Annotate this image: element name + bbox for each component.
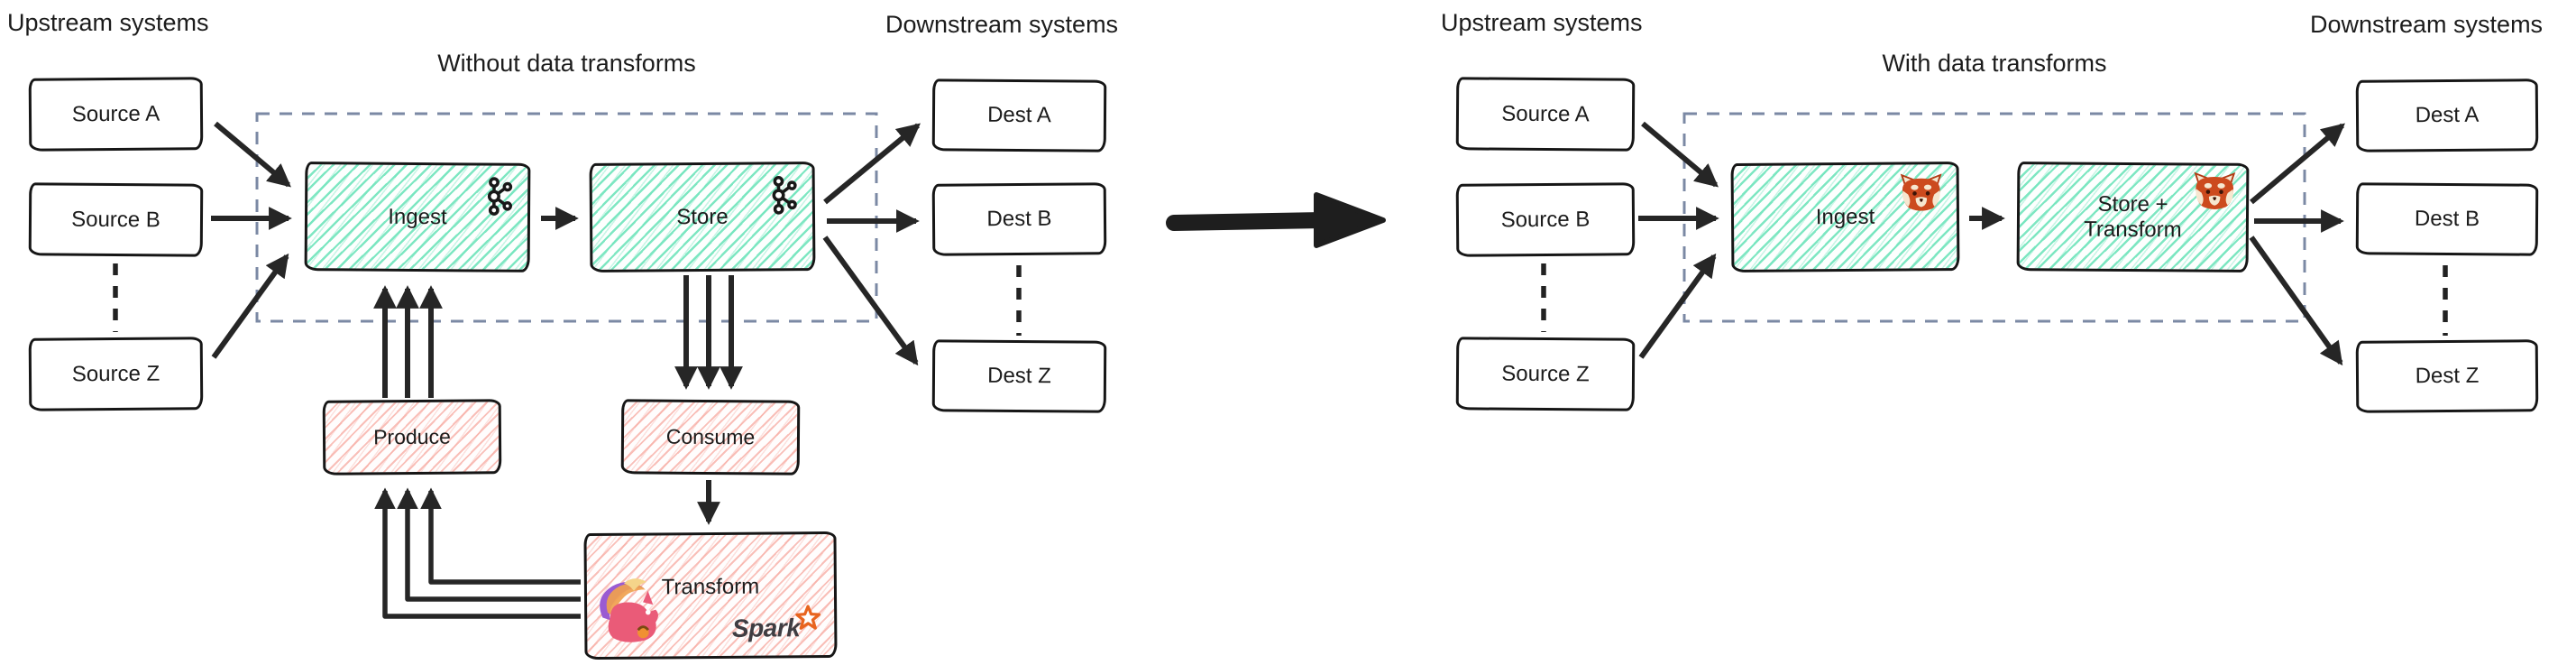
left-dest-z-label: Dest Z [987, 363, 1051, 389]
arrows-store-to-consume [674, 275, 743, 390]
left-store-box: Store [589, 162, 816, 272]
right-title: With data transforms [1882, 50, 2107, 77]
right-dest-z-label: Dest Z [2415, 363, 2480, 389]
right-downstream-label: Downstream systems [2310, 11, 2544, 38]
right-dest-a-label: Dest A [2415, 102, 2480, 128]
right-source-b-label: Source B [1500, 207, 1591, 233]
kafka-icon [482, 177, 513, 221]
right-ingest-label: Ingest [1815, 204, 1875, 229]
spark-logo: Spark [731, 605, 822, 643]
right-dest-b-box: Dest B [2355, 182, 2539, 256]
left-dest-a-box: Dest A [931, 79, 1107, 152]
spark-logo-text: Spark [731, 614, 801, 642]
arrows-transform-to-produce [374, 487, 581, 619]
left-source-z-label: Source Z [71, 361, 160, 387]
left-source-b-box: Source B [28, 182, 204, 257]
left-flow-arrows [211, 121, 921, 366]
right-dest-a-box: Dest A [2355, 79, 2539, 152]
right-dest-z-box: Dest Z [2355, 339, 2539, 413]
right-source-a-box: Source A [1455, 77, 1636, 152]
left-consume-label: Consume [665, 424, 756, 449]
left-dest-b-label: Dest B [986, 206, 1052, 232]
arrow-right-store-to-dest-a [2250, 123, 2345, 205]
left-source-b-label: Source B [71, 207, 160, 233]
transition-arrow [1166, 192, 1386, 248]
right-pipeline-dashed-container [1682, 112, 2306, 323]
right-flow-arrows [1638, 121, 2345, 366]
left-pipeline-dashed-container [255, 112, 878, 323]
right-source-b-box: Source B [1455, 182, 1636, 257]
arrow-right-source-a-to-ingest [1641, 121, 1719, 188]
right-source-z-label: Source Z [1501, 361, 1590, 387]
arrow-left-source-z-to-ingest [211, 253, 289, 359]
left-produce-label: Produce [373, 424, 451, 449]
flink-squirrel-icon [592, 574, 669, 655]
kafka-icon [767, 175, 798, 219]
arrow-right-source-z-to-ingest [1638, 253, 1717, 359]
left-consume-box: Consume [620, 399, 801, 476]
redpanda-icon [2192, 170, 2237, 216]
left-transform-box: Transform Spark [583, 531, 838, 660]
left-produce-box: Produce [322, 399, 502, 476]
left-dest-z-box: Dest Z [931, 339, 1107, 413]
right-store-transform-box: Store + Transform [2016, 162, 2250, 272]
arrow-right-store-to-dest-z [2249, 236, 2343, 366]
right-upstream-label: Upstream systems [1441, 9, 1643, 36]
left-source-z-box: Source Z [28, 337, 204, 411]
left-ingest-label: Ingest [388, 204, 447, 229]
left-downstream-label: Downstream systems [885, 11, 1119, 38]
left-dest-b-box: Dest B [931, 182, 1107, 256]
redpanda-icon [1899, 171, 1944, 217]
right-store-transform-label: Store + Transform [2084, 191, 2182, 242]
arrows-produce-to-ingest [373, 285, 443, 398]
right-dest-b-label: Dest B [2414, 206, 2480, 232]
arrow-left-store-to-dest-a [823, 123, 921, 205]
left-source-a-box: Source A [28, 77, 204, 152]
left-store-label: Store [676, 204, 729, 229]
left-dest-a-label: Dest A [987, 102, 1051, 128]
arrow-left-store-to-dest-z [822, 236, 919, 366]
left-title: Without data transforms [437, 50, 696, 77]
right-source-a-label: Source A [1501, 101, 1590, 127]
left-upstream-label: Upstream systems [7, 9, 209, 36]
right-ingest-box: Ingest [1730, 162, 1960, 272]
spark-star-icon [795, 605, 821, 630]
right-source-z-box: Source Z [1455, 337, 1636, 411]
ellipsis-connectors [113, 263, 2448, 336]
left-source-a-label: Source A [71, 101, 160, 127]
arrow-left-source-a-to-ingest [214, 121, 291, 188]
left-ingest-box: Ingest [304, 162, 531, 272]
